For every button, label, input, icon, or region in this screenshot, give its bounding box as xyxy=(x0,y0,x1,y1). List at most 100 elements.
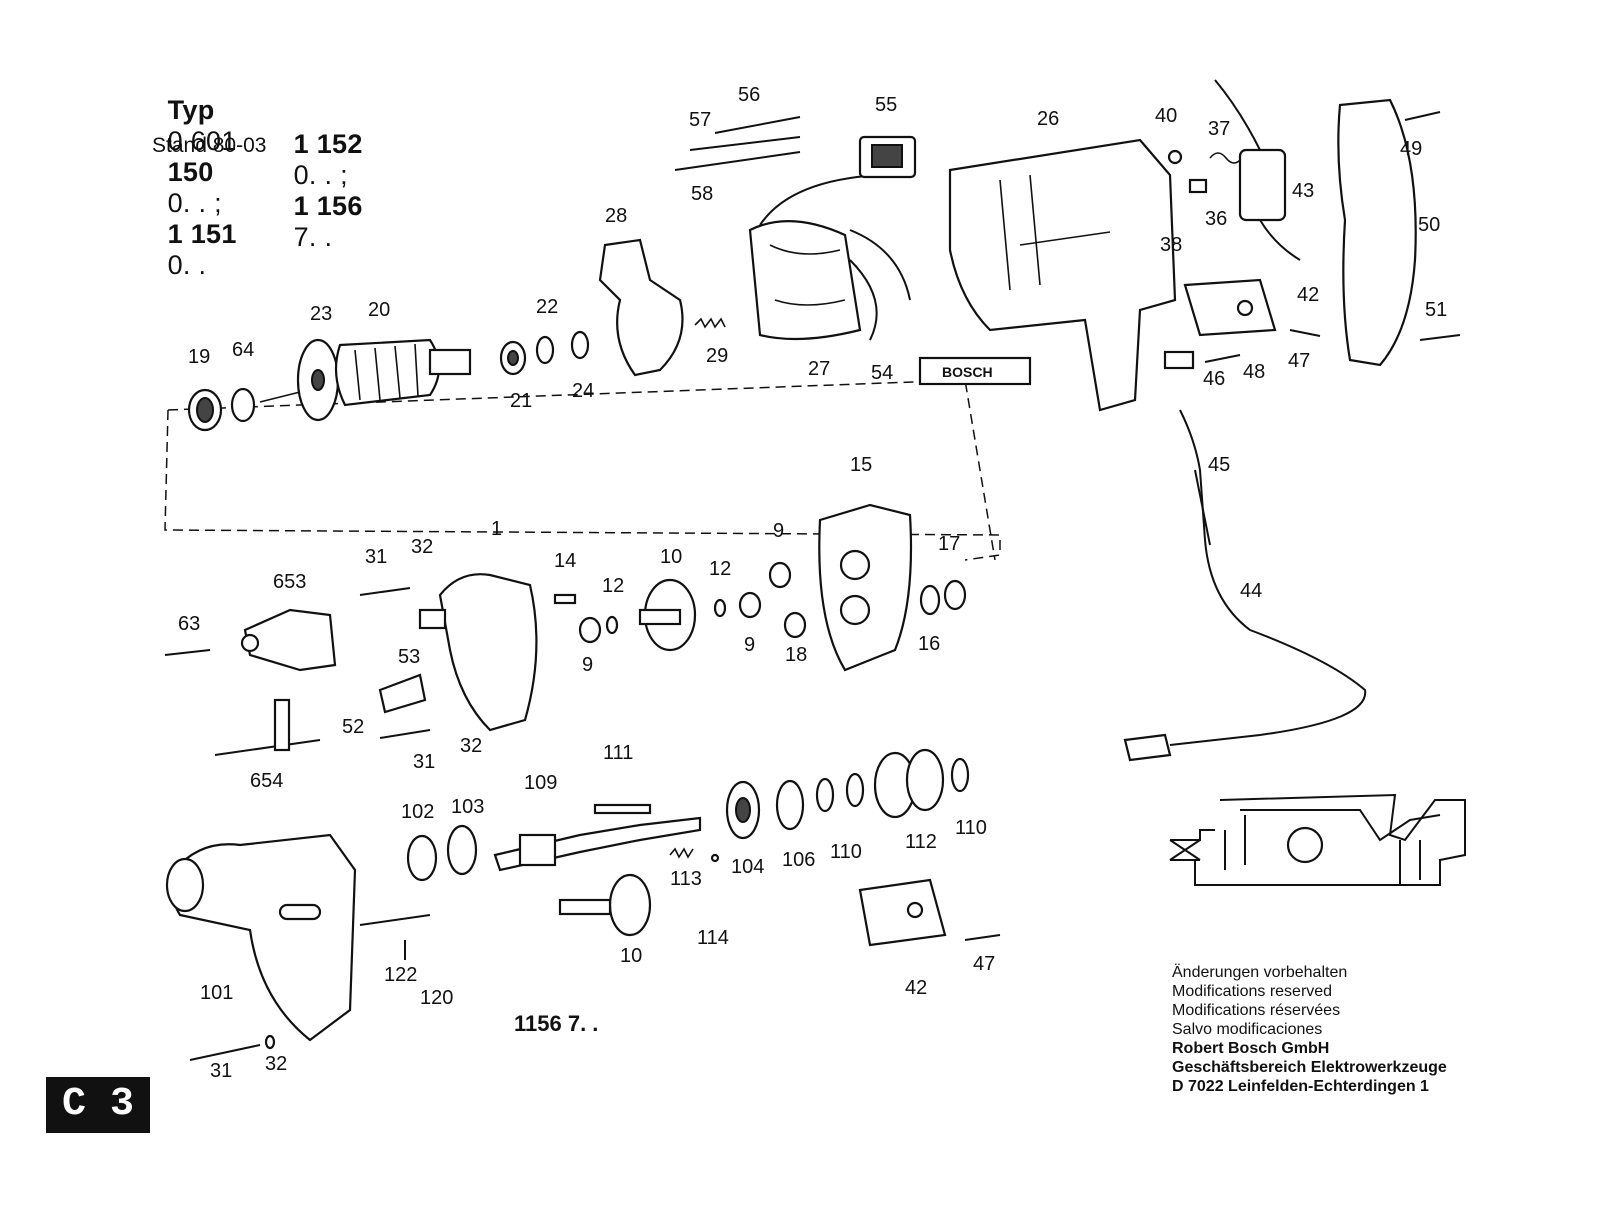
callout-label: 24 xyxy=(572,380,594,402)
part-28-brush-holder xyxy=(598,238,684,377)
callout-label: 31 xyxy=(413,751,435,773)
callout-label: 112 xyxy=(905,831,937,853)
callout-label: 114 xyxy=(697,927,729,949)
type-number: 0 601 xyxy=(167,126,237,156)
type-number: 1 151 xyxy=(167,219,237,249)
part-55-switch-cap xyxy=(858,135,917,179)
callout-label: 32 xyxy=(265,1053,287,1075)
callout-label: 51 xyxy=(1425,299,1447,321)
callout-label: 27 xyxy=(808,358,830,380)
part-1-gear-housing xyxy=(418,573,538,732)
type-number: 1 156 xyxy=(293,191,363,221)
page-code-badge: C 3 xyxy=(46,1077,150,1133)
parts-56-57-58-rods xyxy=(674,116,801,171)
callout-label: 28 xyxy=(605,205,627,227)
callout-label: 103 xyxy=(451,796,484,818)
parts-16-17 xyxy=(919,579,967,616)
part-64-ring xyxy=(230,387,256,423)
callout-label: 1 xyxy=(491,518,502,540)
callout-label: 42 xyxy=(905,977,927,999)
callout-label: 37 xyxy=(1208,118,1230,140)
callout-label: 104 xyxy=(731,856,764,878)
typ-label: Typ xyxy=(167,95,215,125)
parts-120-122 xyxy=(359,914,431,960)
callout-label: 17 xyxy=(938,533,960,555)
callout-labels: 56 57 58 55 26 40 37 49 28 43 36 50 38 2… xyxy=(178,84,1447,1082)
company-line: Robert Bosch GmbH xyxy=(1172,1040,1330,1057)
parts-9-12-14 xyxy=(553,593,619,644)
callout-label: 19 xyxy=(188,346,210,368)
part-27-field xyxy=(748,220,862,341)
callout-label: 120 xyxy=(420,987,453,1009)
screws-49-51-47-48 xyxy=(1163,111,1461,370)
callout-label: 9 xyxy=(744,634,755,656)
callout-label: 109 xyxy=(524,772,557,794)
callout-label: 54 xyxy=(871,362,893,384)
callout-label: 23 xyxy=(310,303,332,325)
callout-label: 31 xyxy=(210,1060,232,1082)
callout-label: 22 xyxy=(536,296,558,318)
callout-label: 21 xyxy=(510,390,532,412)
callout-label: 102 xyxy=(401,801,434,823)
part-20-armature xyxy=(334,338,472,407)
part-42-switch-lower xyxy=(858,878,947,947)
callout-label: 53 xyxy=(398,646,420,668)
part-31-32-lower xyxy=(189,1034,276,1061)
callout-label: 18 xyxy=(785,644,807,666)
callout-label: 10 xyxy=(620,945,642,967)
callout-label: 29 xyxy=(706,345,728,367)
callout-label: 38 xyxy=(1160,234,1182,256)
stand-date: Stand 80-03 xyxy=(152,134,267,157)
callout-label: 110 xyxy=(955,817,987,839)
part-24-washer xyxy=(570,330,590,360)
note-line: Salvo modificaciones xyxy=(1172,1021,1323,1038)
callout-label: 32 xyxy=(460,735,482,757)
callout-label: 52 xyxy=(342,716,364,738)
parts-113-114 xyxy=(669,847,720,863)
callout-label: 58 xyxy=(691,183,713,205)
callout-label: 36 xyxy=(1205,208,1227,230)
part-10-gear xyxy=(638,578,697,652)
part-19-bearing xyxy=(187,388,223,432)
type-number: 150 xyxy=(167,157,214,187)
part-26-housing xyxy=(948,138,1177,412)
callout-label: 46 xyxy=(1203,368,1225,390)
part-42-switch xyxy=(1183,278,1277,337)
callout-label: 31 xyxy=(365,546,387,568)
callout-label: 9 xyxy=(582,654,593,676)
callout-label: 55 xyxy=(875,94,897,116)
callout-label: 113 xyxy=(670,868,702,890)
assembly-dashed-outline xyxy=(164,379,1001,561)
armature-shaft xyxy=(259,391,301,403)
note-line: Modifications réservées xyxy=(1172,1002,1341,1019)
callout-label: 47 xyxy=(1288,350,1310,372)
part-10-gear-lower xyxy=(558,873,652,937)
callout-label: 44 xyxy=(1240,580,1262,602)
part-22-washer xyxy=(535,335,555,365)
capacitor-leads xyxy=(1214,79,1301,261)
callout-label: 110 xyxy=(830,841,862,863)
callout-label: 10 xyxy=(660,546,682,568)
callout-label: 50 xyxy=(1418,214,1440,236)
part-21-bearing xyxy=(499,340,527,376)
part-29-spring xyxy=(694,317,726,329)
callout-label: 32 xyxy=(411,536,433,558)
type-suffix: 7. . xyxy=(293,222,333,252)
callout-label: 42 xyxy=(1297,284,1319,306)
callout-label: 56 xyxy=(738,84,760,106)
callout-label: 47 xyxy=(973,953,995,975)
part-111-key xyxy=(593,803,652,815)
part-15-bearing-plate xyxy=(818,503,913,672)
callout-label: 111 xyxy=(603,742,633,764)
screws-31-32 xyxy=(359,587,431,739)
callout-label: 48 xyxy=(1243,361,1265,383)
notes-block: Änderungen vorbehalten Modifications res… xyxy=(1172,963,1447,1096)
callout-label: 16 xyxy=(918,633,940,655)
part-653-chuck xyxy=(240,608,337,672)
callout-label: 15 xyxy=(850,454,872,476)
callout-label: 9 xyxy=(773,520,784,542)
callout-label: 12 xyxy=(709,558,731,580)
part-63-screw xyxy=(164,649,211,656)
callout-label: 40 xyxy=(1155,105,1177,127)
